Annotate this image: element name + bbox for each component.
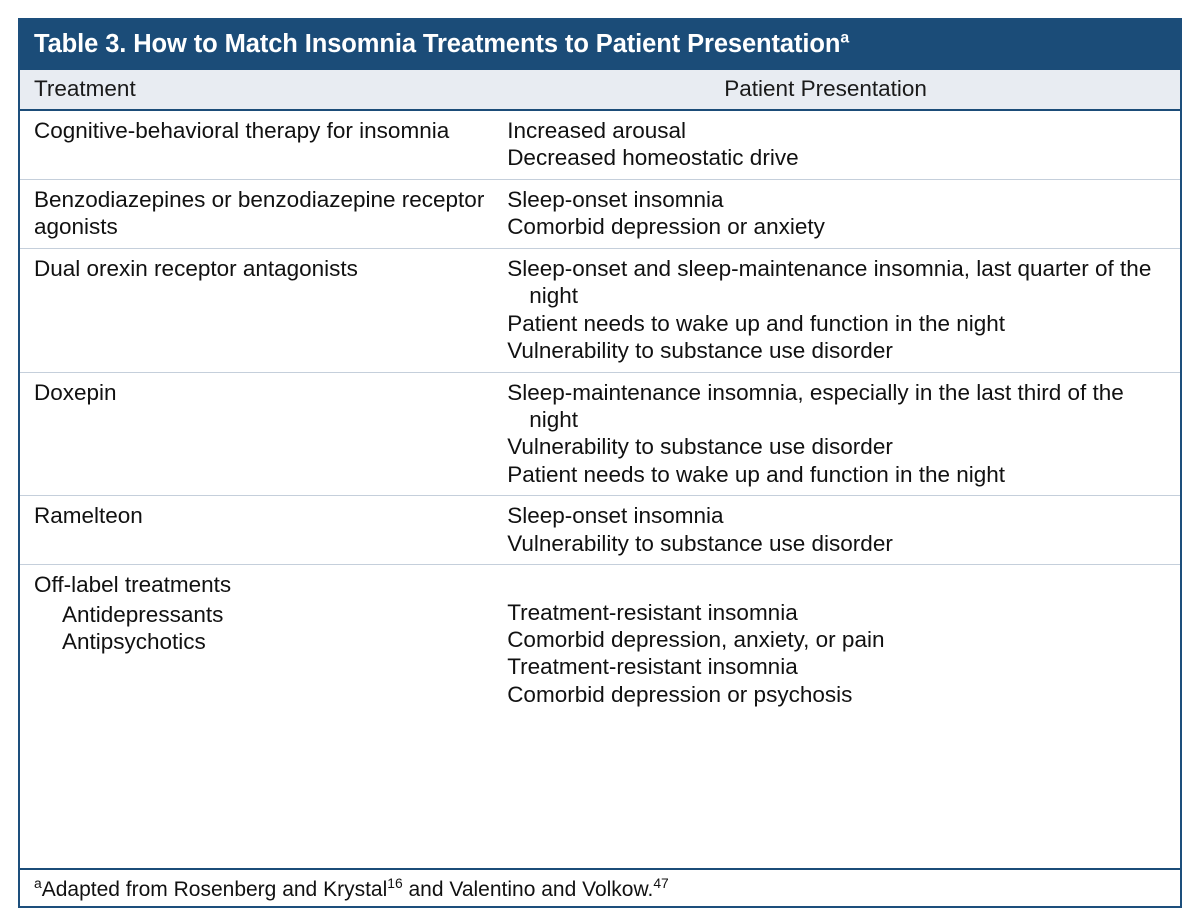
presentation-cell: Sleep-onset insomnia Comorbid depression… [507,186,1180,241]
table-title: Table 3. How to Match Insomnia Treatment… [34,30,841,58]
presentation-line: Treatment-resistant insomnia [507,599,798,625]
presentation-line: Increased arousal [507,118,687,144]
footnote-text-1: Adapted from Rosenberg and Krystal [41,877,388,901]
presentation-line: Comorbid depression, anxiety, or pain [507,627,885,653]
table-row: Cognitive-behavioral therapy for insomni… [20,111,1180,179]
column-header-row: Treatment Patient Presentation [20,70,1180,112]
presentation-line: Comorbid depression or anxiety [507,214,825,240]
footnote-reference-47: 47 [653,874,669,891]
presentation-cell: Sleep-onset insomnia Vulnerability to su… [507,502,1180,557]
sub-treatment-antidepressants: Antidepressants [62,601,224,627]
title-footnote-marker: a [840,29,850,47]
off-label-group-label: Off-label treatments [34,572,232,598]
treatment-cell: Off-label treatments Antidepressants Ant… [20,571,507,708]
presentation-cell: Sleep-maintenance insomnia, especially i… [507,379,1180,489]
presentation-line: Sleep-maintenance insomnia, especially i… [507,379,1124,432]
footnote-text-2: and Valentino and Volkow. [402,877,654,901]
presentation-line: Vulnerability to substance use disorder [507,338,893,364]
presentation-line: Patient needs to wake up and function in… [507,310,1006,336]
presentation-line: Sleep-onset insomnia [507,186,724,212]
footnote-reference-16: 16 [387,874,403,891]
presentation-line: Patient needs to wake up and function in… [507,461,1006,487]
treatment-cell: Dual orexin receptor antagonists [34,255,358,281]
table-row-off-label: Off-label treatments Antidepressants Ant… [20,564,1180,715]
spacer-line [507,571,1166,598]
presentation-cell: Increased arousal Decreased homeostatic … [507,117,1180,172]
presentation-line: Sleep-onset and sleep-maintenance insomn… [507,255,1152,309]
table-title-bar: Table 3. How to Match Insomnia Treatment… [20,20,1180,71]
table-frame: Table 3. How to Match Insomnia Treatment… [18,18,1182,908]
treatment-cell: Benzodiazepines or benzodiazepine recept… [34,186,485,240]
table-row: Dual orexin receptor antagonists Sleep-o… [20,247,1180,372]
table-footnote: aAdapted from Rosenberg and Krystal16 an… [20,867,1180,906]
presentation-line: Treatment-resistant insomnia [507,654,798,680]
column-header-treatment: Treatment [34,76,136,102]
treatment-cell: Ramelteon [34,503,143,529]
presentation-line: Decreased homeostatic drive [507,145,799,171]
table-row: Ramelteon Sleep-onset insomnia Vulnerabi… [20,495,1180,564]
presentation-line: Sleep-onset insomnia [507,503,724,529]
presentation-line: Vulnerability to substance use disorder [507,530,893,556]
table-body: Cognitive-behavioral therapy for insomni… [20,111,1180,868]
treatment-cell: Doxepin [34,379,117,405]
treatment-cell: Cognitive-behavioral therapy for insomni… [34,118,450,144]
presentation-line: Comorbid depression or psychosis [507,681,853,707]
presentation-cell: Sleep-onset and sleep-maintenance insomn… [507,255,1180,365]
sub-treatment-antipsychotics: Antipsychotics [62,629,206,655]
column-header-presentation: Patient Presentation [724,76,927,102]
footnote-marker: a [34,874,42,891]
table-row: Benzodiazepines or benzodiazepine recept… [20,178,1180,248]
presentation-line: Vulnerability to substance use disorder [507,434,893,460]
presentation-cell: Treatment-resistant insomnia Comorbid de… [507,571,1180,708]
table-row: Doxepin Sleep-maintenance insomnia, espe… [20,371,1180,496]
